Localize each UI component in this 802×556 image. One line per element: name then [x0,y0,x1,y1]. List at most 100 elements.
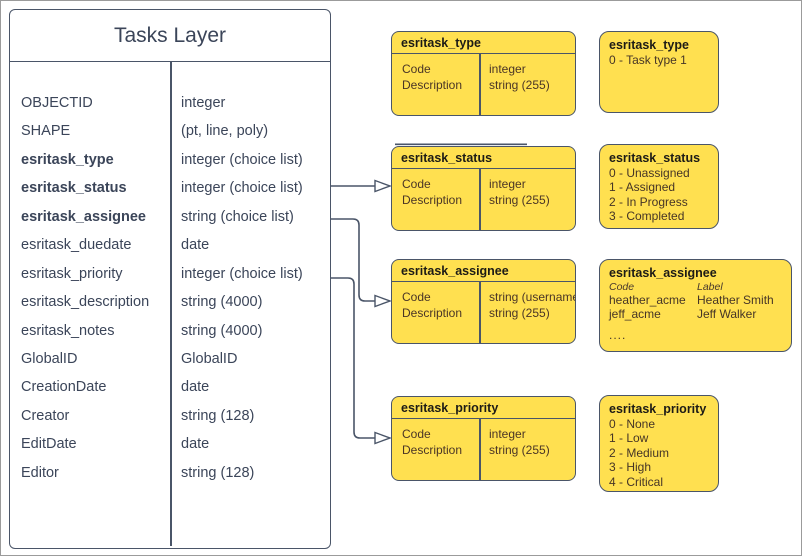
value-item: 2 - In Progress [609,194,688,209]
domain-table-title: esritask_assignee [392,260,575,282]
field-row-globalid: GlobalID GlobalID [10,345,330,373]
field-name: esritask_type [21,151,114,168]
field-row-esritask-status: esritask_status integer (choice list) [10,174,330,202]
field-row-editdate: EditDate date [10,430,330,458]
assignee-label: Jeff Walker [697,307,757,322]
field-type: string (4000) [181,322,263,339]
domain-fields: Code Description [402,177,462,208]
field-name: Creator [21,407,70,424]
field-name: esritask_assignee [21,208,146,225]
assignee-code: heather_acme [609,293,686,307]
domain-fields: Code Description [402,290,462,321]
value-list-title: esritask_priority [609,402,707,416]
domain-type-code: integer [489,177,526,191]
field-row-editor: Editor string (128) [10,459,330,487]
assignee-code: jeff_acme [609,307,661,322]
value-list-esritask-assignee: esritask_assignee Code Label heather_acm… [599,259,792,352]
value-item: 0 - Task type 1 [609,53,687,67]
domain-column-divider [479,169,481,230]
arrowhead-priority-icon [374,431,393,445]
domain-table-body: Code Description integer string (255) [392,169,575,230]
domain-types: integer string (255) [489,62,550,93]
field-row-esritask-type: esritask_type integer (choice list) [10,146,330,174]
assignee-more-ellipsis: .... [609,327,627,342]
field-name: CreationDate [21,379,107,396]
domain-fields: Code Description [402,62,462,93]
domain-table-body: Code Description integer string (255) [392,54,575,115]
domain-type-code: integer [489,427,526,441]
value-item: 3 - Completed [609,209,685,224]
domain-types: integer string (255) [489,177,550,208]
assignee-label: Heather Smith [697,293,774,307]
field-type: date [181,379,210,396]
value-item: 0 - Unassigned [609,166,690,180]
tasks-layer-title: Tasks Layer [10,10,330,62]
field-type: integer (choice list) [181,180,303,197]
domain-table-title: esritask_status [392,147,575,169]
domain-table-body: Code Description string (username) strin… [392,282,575,343]
column-divider [170,62,172,546]
field-name: esritask_description [21,294,150,311]
arrowhead-status-icon [374,179,393,193]
field-type: date [181,237,210,254]
field-row-esritask-duedate: esritask_duedate date [10,231,330,259]
field-row-esritask-notes: esritask_notes string (4000) [10,317,330,345]
field-name: GlobalID [21,350,78,367]
code-column-header: Code [609,281,635,293]
domain-field-code: Code [402,177,431,191]
domain-column-divider [479,54,481,115]
domain-fields: Code Description [402,427,462,458]
domain-type-description: string (255) [489,305,550,320]
domain-field-description: Description [402,305,463,320]
value-item: 2 - Medium [609,445,670,460]
domain-column-divider [479,282,481,343]
domain-field-description: Description [402,77,463,92]
field-row-creator: Creator string (128) [10,402,330,430]
domain-types: integer string (255) [489,427,550,458]
tasks-layer-table: Tasks Layer OBJECTID integer SHAPE (pt, … [9,9,331,549]
value-list-title: esritask_assignee [609,266,717,280]
value-item: 1 - Low [609,431,649,446]
tasks-layer-body: OBJECTID integer SHAPE (pt, line, poly) … [10,62,330,546]
domain-field-code: Code [402,62,431,76]
domain-type-description: string (255) [489,77,550,92]
domain-type-description: string (255) [489,442,550,457]
field-type: integer [181,95,226,111]
field-row-creationdate: CreationDate date [10,373,330,401]
connector-priority-line [331,277,375,439]
field-name: esritask_priority [21,265,123,282]
value-item: 1 - Assigned [609,180,676,195]
field-row-esritask-description: esritask_description string (4000) [10,288,330,316]
field-type: string (128) [181,464,255,481]
label-column-header: Label [697,281,723,293]
value-list-esritask-priority: esritask_priority 0 - None 1 - Low 2 - M… [599,395,719,492]
field-type: string (4000) [181,294,263,311]
field-type: string (128) [181,407,255,424]
field-type: string (choice list) [181,208,294,225]
value-item: 4 - Critical [609,474,664,489]
domain-table-title: esritask_priority [392,397,575,419]
domain-table-body: Code Description integer string (255) [392,419,575,480]
field-row-shape: SHAPE (pt, line, poly) [10,117,330,145]
domain-column-divider [479,419,481,480]
domain-types: string (username) string (255) [489,290,575,321]
domain-table-esritask-status: esritask_status Code Description integer… [391,146,576,231]
domain-field-code: Code [402,290,431,304]
domain-table-esritask-assignee: esritask_assignee Code Description strin… [391,259,576,344]
field-name: OBJECTID [21,95,93,111]
value-list-column-headers: Code Label [609,281,782,293]
field-type: (pt, line, poly) [181,123,269,140]
field-type: integer (choice list) [181,151,303,168]
domain-field-code: Code [402,427,431,441]
domain-table-title: esritask_type [392,32,575,54]
field-name: esritask_status [21,180,127,197]
value-list-title: esritask_type [609,38,689,52]
assignee-row: heather_acme Heather Smith [609,293,782,307]
domain-table-esritask-priority: esritask_priority Code Description integ… [391,396,576,481]
connector-assignee-line [331,218,375,302]
arrowhead-assignee-icon [374,294,393,308]
value-item: 0 - None [609,417,656,431]
field-name: Editor [21,464,59,481]
field-type: integer (choice list) [181,265,303,282]
